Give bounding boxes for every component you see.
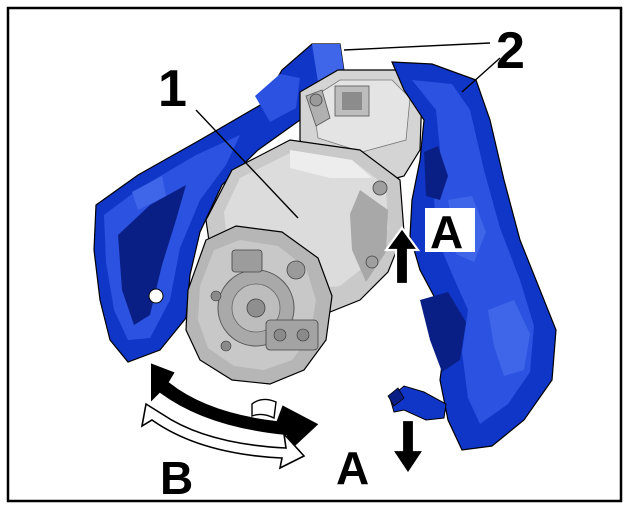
arrow-up-icon: [383, 226, 421, 286]
callout-2: 2: [496, 22, 525, 80]
compressor-body: [185, 69, 423, 385]
leader-line-2a: [343, 42, 491, 51]
rotation-arrow-icon: [140, 360, 322, 470]
label-a-lower: A: [336, 442, 369, 494]
leader-line-1: [195, 109, 299, 219]
callout-1: 1: [158, 60, 187, 118]
label-b: B: [160, 452, 193, 504]
label-a-upper: A: [430, 206, 463, 258]
leader-line-2b: [461, 57, 501, 93]
label-a-upper-box: [425, 208, 475, 252]
heat-shield-left-half: [93, 43, 346, 363]
arrow-down-icon: [389, 418, 427, 476]
